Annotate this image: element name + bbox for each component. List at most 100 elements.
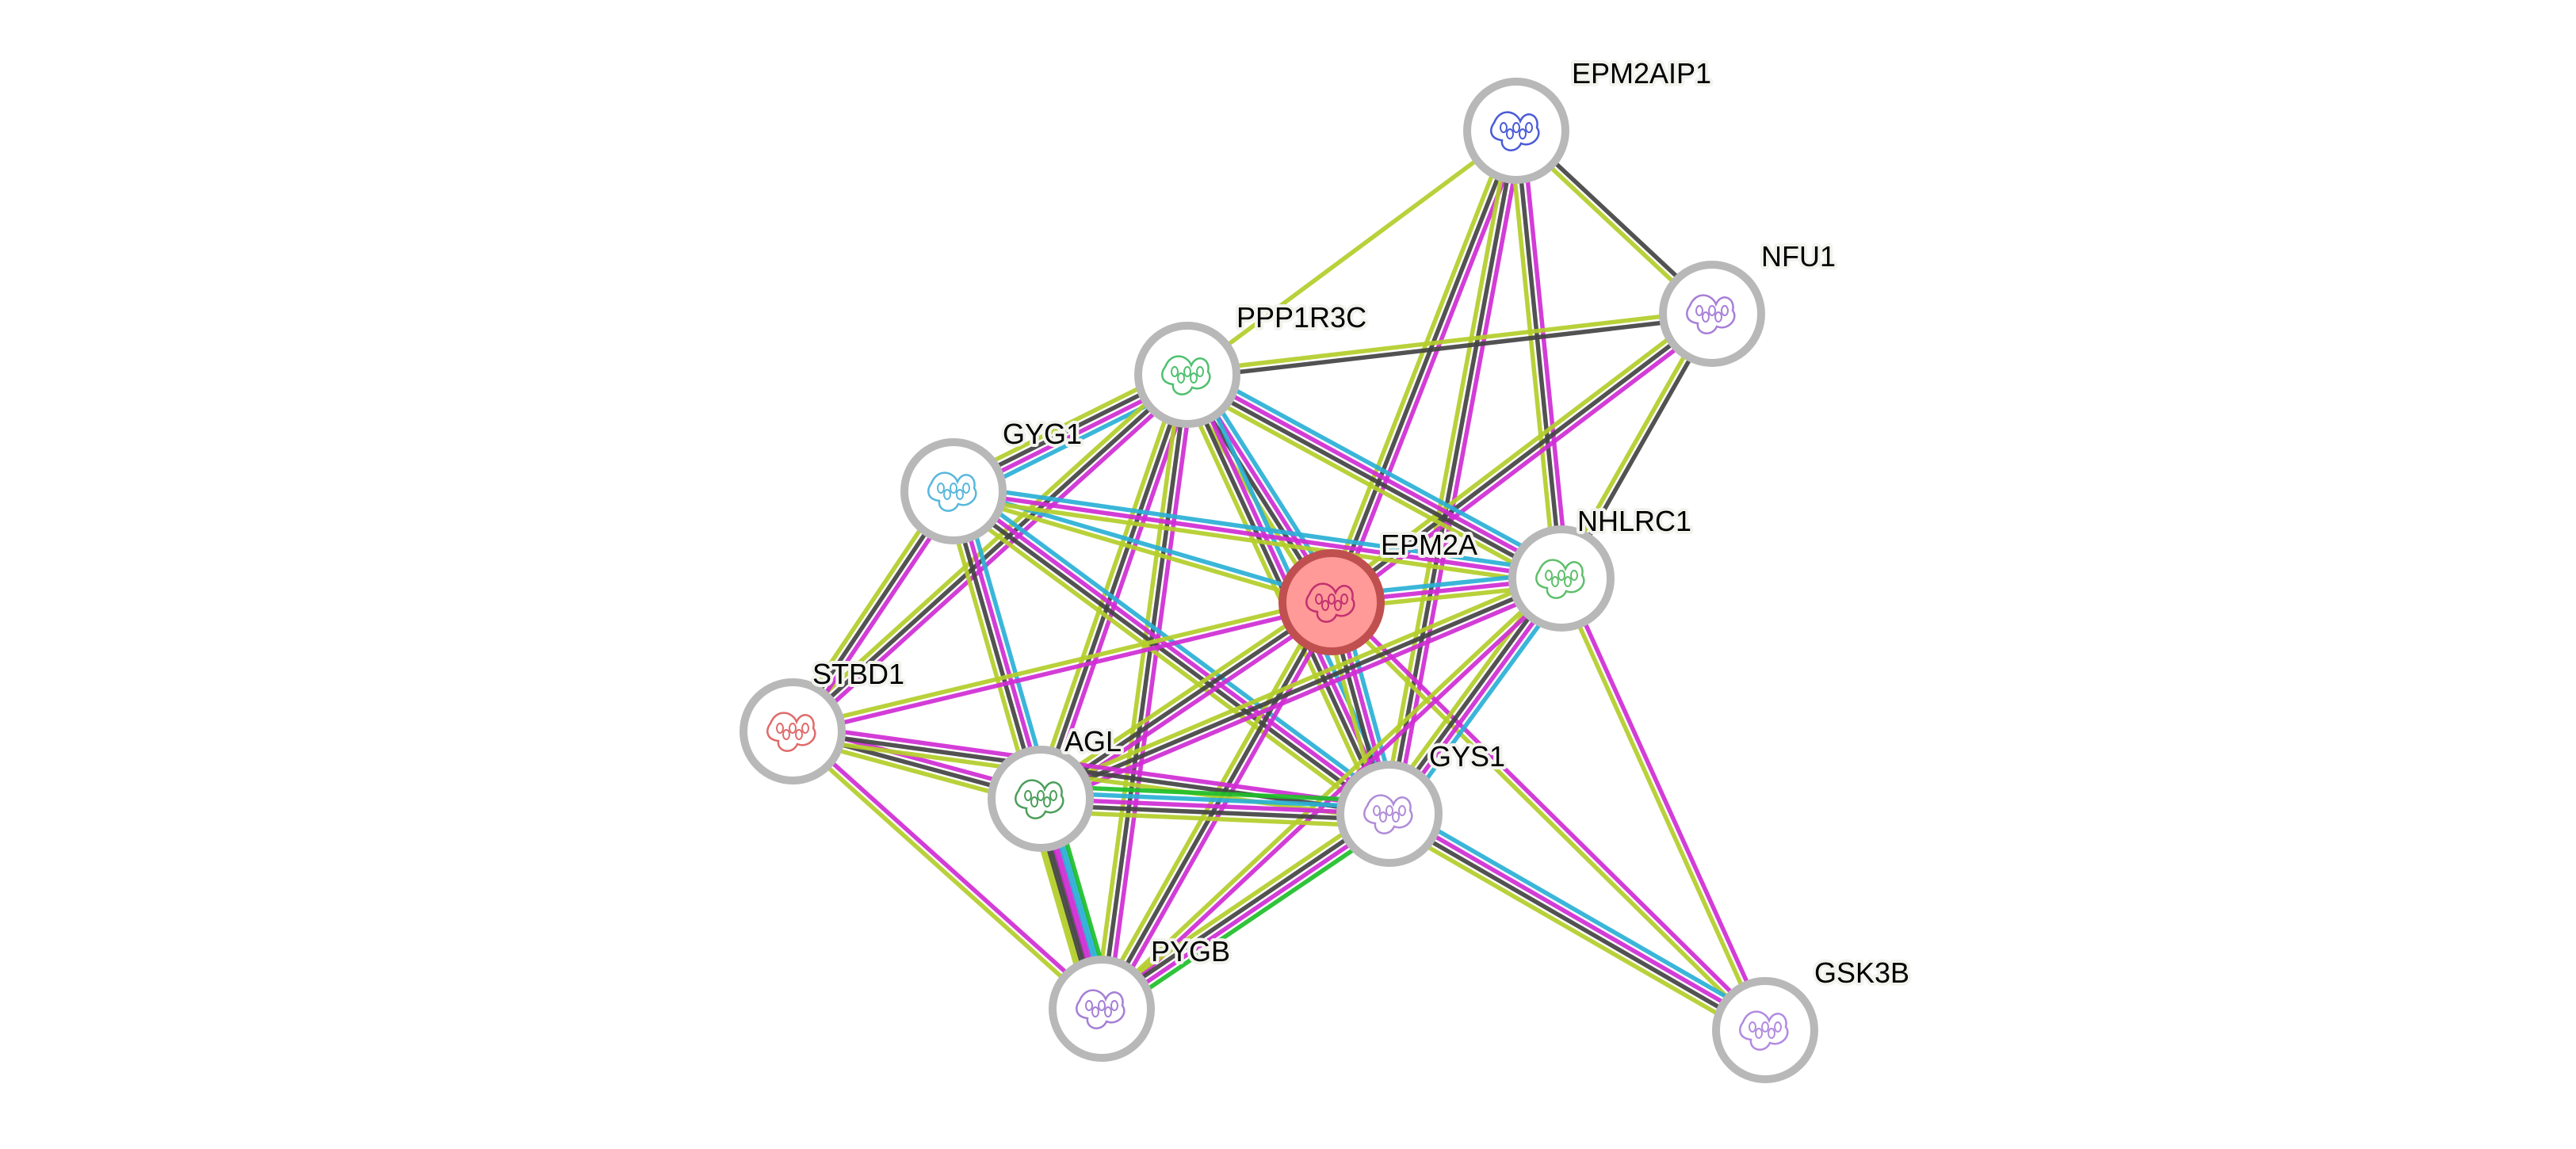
node-circle[interactable] <box>1049 956 1155 1062</box>
edge-channel-textmining <box>952 492 1332 608</box>
edge-channel-textmining <box>1186 128 1518 377</box>
edge-epm2aip1-gys1[interactable] <box>1381 129 1525 815</box>
edge-gys1-pygb[interactable] <box>1095 804 1397 1019</box>
node-gsk3b[interactable] <box>1712 977 1818 1083</box>
protein-structure-icon <box>927 471 977 512</box>
protein-structure-icon <box>1363 794 1413 834</box>
edge-channel-experiment <box>1187 370 1565 578</box>
edge-channel-textmining <box>1098 574 1561 1009</box>
node-circle[interactable] <box>1508 525 1615 632</box>
protein-structure-icon <box>1305 582 1355 623</box>
edge-channel-textmining <box>1093 373 1183 1009</box>
node-circle[interactable] <box>1659 261 1765 367</box>
edge-channel-textmining <box>1181 381 1558 589</box>
edge-channel-textmining <box>1508 131 1557 580</box>
node-label-ppp1r3c: PPP1R3C <box>1236 301 1366 334</box>
edge-channel-database <box>1191 365 1568 572</box>
protein-structure-icon <box>1015 779 1064 819</box>
edge-channel-textmining <box>789 731 1102 1013</box>
edge-channel-coexpression <box>1187 315 1713 380</box>
edge-nhlrc1-agl[interactable] <box>1037 571 1565 807</box>
edge-channel-experiment <box>1044 376 1196 802</box>
node-label-nhlrc1: NHLRC1 <box>1577 505 1691 537</box>
node-epm2aip1[interactable] <box>1463 78 1569 184</box>
node-circle[interactable] <box>1134 322 1240 428</box>
edge-channel-experiment <box>1562 576 1771 1030</box>
edge-channel-experiment <box>1102 815 1393 1013</box>
node-circle[interactable] <box>1463 78 1569 184</box>
edge-epm2a-gsk3b[interactable] <box>1328 598 1769 1034</box>
node-nfu1[interactable] <box>1659 261 1765 367</box>
edge-epm2a-stbd1[interactable] <box>791 597 1333 737</box>
edge-nfu1-ppp1r3c[interactable] <box>1187 308 1713 380</box>
edge-channel-experiment <box>1389 809 1768 1029</box>
edge-epm2aip1-epm2a[interactable] <box>1323 128 1525 605</box>
edge-agl-gys1[interactable] <box>1040 784 1390 829</box>
edge-ppp1r3c-nhlrc1[interactable] <box>1181 365 1568 589</box>
edge-gyg1-nhlrc1[interactable] <box>952 483 1563 587</box>
edge-stbd1-gys1[interactable] <box>791 723 1391 823</box>
node-circle[interactable] <box>740 678 846 784</box>
edge-channel-coexpression <box>1099 809 1389 1008</box>
node-epm2a[interactable] <box>1278 549 1385 655</box>
node-circle[interactable] <box>1278 549 1385 655</box>
edge-channel-textmining <box>1035 595 1330 796</box>
edge-stbd1-pygb[interactable] <box>789 727 1106 1013</box>
edge-channel-coexpression <box>1387 130 1519 815</box>
edge-channel-neighborhood <box>1106 819 1397 1019</box>
edge-channel-textmining <box>791 597 1332 731</box>
edge-channel-experiment <box>1334 317 1718 609</box>
edge-channel-experiment <box>1335 132 1525 605</box>
edge-channel-coexpression <box>1040 803 1389 823</box>
edge-channel-textmining <box>1040 809 1389 829</box>
node-gyg1[interactable] <box>900 438 1007 544</box>
edge-channel-coexpression <box>1184 376 1561 583</box>
node-gys1[interactable] <box>1336 761 1443 867</box>
edge-channel-experiment <box>1393 131 1525 815</box>
node-circle[interactable] <box>900 438 1007 544</box>
protein-structure-icon <box>1076 989 1126 1029</box>
node-label-gys1: GYS1 <box>1429 740 1505 773</box>
edge-channel-experiment <box>953 489 1562 581</box>
edge-channel-database <box>954 483 1563 574</box>
node-label-epm2a: EPM2A <box>1381 529 1477 561</box>
protein-structure-icon <box>1686 294 1736 334</box>
nodes-layer <box>740 78 1818 1083</box>
edge-channel-neighborhood <box>1041 784 1390 804</box>
node-stbd1[interactable] <box>740 678 846 784</box>
edge-gyg1-gys1[interactable] <box>946 482 1397 823</box>
edge-channel-database <box>1393 804 1771 1024</box>
edge-channel-coexpression <box>1514 130 1564 579</box>
edge-nhlrc1-gsk3b[interactable] <box>1556 576 1771 1033</box>
node-ppp1r3c[interactable] <box>1134 322 1240 428</box>
edge-channel-coexpression <box>1039 576 1563 801</box>
node-nhlrc1[interactable] <box>1508 525 1615 632</box>
edge-nhlrc1-pygb[interactable] <box>1098 574 1565 1013</box>
node-agl[interactable] <box>988 746 1094 852</box>
edge-channel-experiment <box>1106 375 1196 1010</box>
edge-ppp1r3c-stbd1[interactable] <box>786 368 1194 738</box>
edge-epm2aip1-nhlrc1[interactable] <box>1508 129 1570 580</box>
edge-channel-textmining <box>1095 804 1385 1003</box>
edge-ppp1r3c-pygb[interactable] <box>1093 373 1196 1010</box>
edge-channel-textmining <box>1032 372 1184 798</box>
edge-channel-experiment <box>1520 129 1570 578</box>
edge-channel-textmining <box>1187 308 1712 374</box>
protein-structure-icon <box>766 712 816 752</box>
node-pygb[interactable] <box>1049 956 1155 1062</box>
edge-channel-textmining <box>786 368 1185 729</box>
edge-channel-database <box>957 482 1397 808</box>
protein-structure-icon <box>1535 559 1585 599</box>
edge-ppp1r3c-agl[interactable] <box>1032 372 1196 802</box>
edge-channel-textmining <box>1383 820 1762 1040</box>
edge-channel-coexpression <box>950 492 1389 819</box>
edge-channel-coexpression <box>792 729 1390 816</box>
node-circle[interactable] <box>1336 761 1443 867</box>
edge-channel-experiment <box>1040 796 1390 816</box>
edge-epm2aip1-ppp1r3c[interactable] <box>1186 128 1518 377</box>
node-circle[interactable] <box>988 746 1094 852</box>
node-circle[interactable] <box>1712 977 1818 1083</box>
edge-gys1-gsk3b[interactable] <box>1383 804 1771 1040</box>
protein-structure-icon <box>1161 355 1211 395</box>
